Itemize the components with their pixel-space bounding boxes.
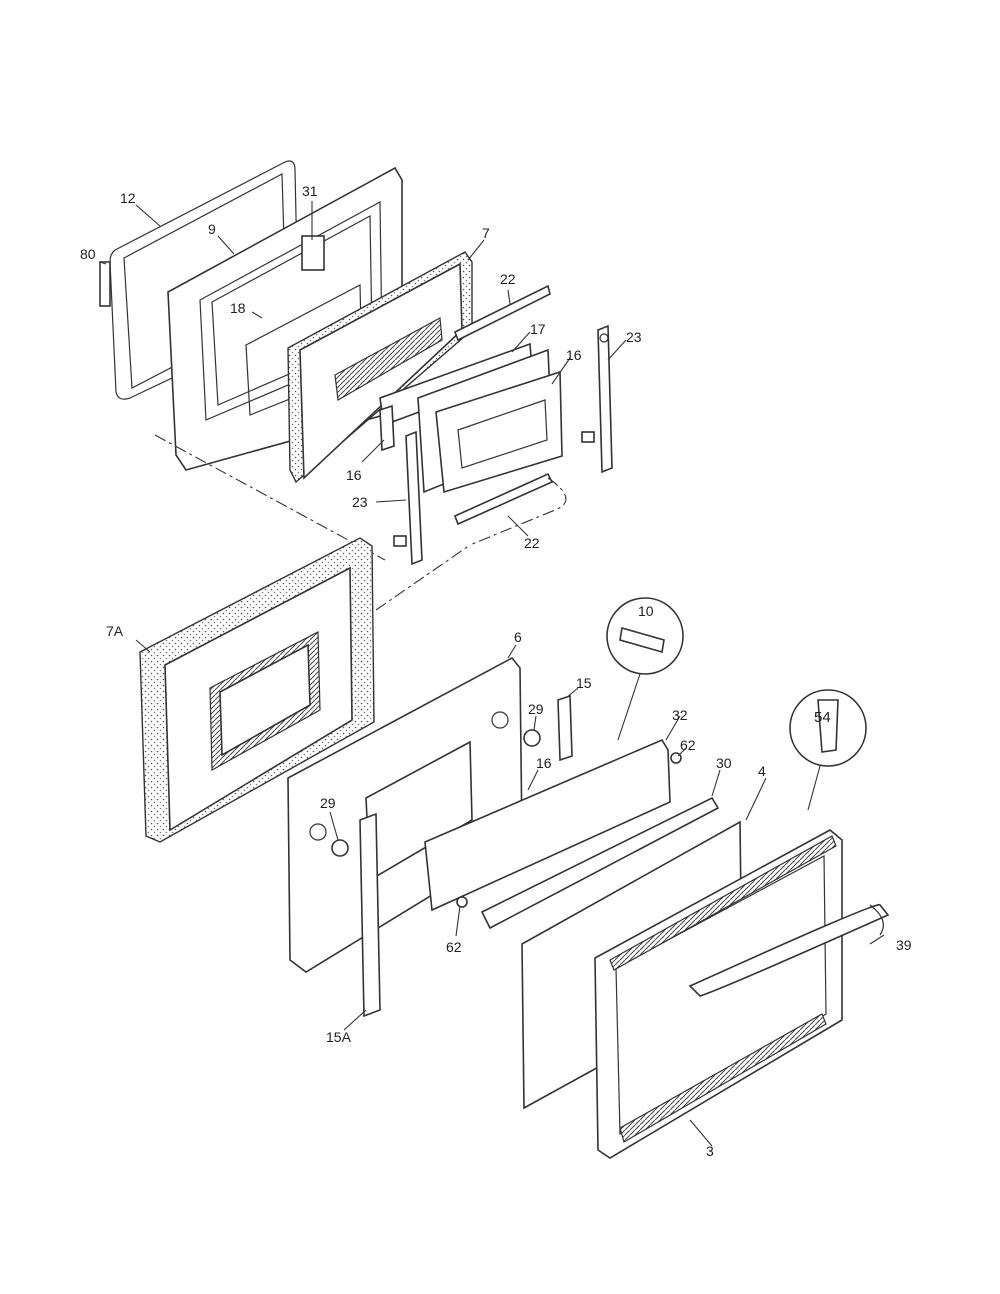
part-7A-window (219, 643, 311, 757)
part-15A-channel (359, 812, 381, 1018)
label-30: 30 (716, 755, 732, 771)
label-22-bottom: 22 (524, 535, 540, 551)
part-39-handle-end (869, 904, 884, 936)
part-3-frame-inner (615, 855, 827, 1136)
label-29-left: 29 (320, 795, 336, 811)
part-32-bracket (424, 738, 671, 912)
rod-dashed-path (469, 477, 567, 546)
part-16-glass-pack-upper (435, 370, 563, 494)
part-39-handle (688, 903, 890, 997)
hinge-right-bracket (581, 431, 595, 443)
label-62-left: 62 (446, 939, 462, 955)
label-32: 32 (672, 707, 688, 723)
label-3: 3 (706, 1143, 714, 1159)
label-16-left: 16 (346, 467, 362, 483)
part-6-hole-2 (491, 711, 509, 729)
label-31: 31 (302, 183, 318, 199)
label-39: 39 (896, 937, 912, 953)
label-12: 12 (120, 190, 136, 206)
label-62-right: 62 (680, 737, 696, 753)
label-16-upper: 16 (566, 347, 582, 363)
part-3-door-frame (594, 829, 843, 1159)
part-22-rod-bottom (453, 472, 554, 526)
part-29-grommet-right (523, 729, 541, 747)
label-17: 17 (530, 321, 546, 337)
part-3-top-trim (609, 835, 837, 971)
part-10-screw (619, 626, 665, 654)
label-23-left: 23 (352, 494, 368, 510)
label-15: 15 (576, 675, 592, 691)
assembly-line-1 (154, 434, 386, 561)
part-22-rod-top (453, 284, 551, 342)
part-23-hinge-left (405, 430, 423, 566)
part-23-hinge-right (597, 324, 613, 474)
part-labels: 80 12 9 31 7 18 22 17 16 23 16 23 22 7A … (80, 183, 912, 1159)
part-29-grommet-left (331, 839, 349, 857)
label-9: 9 (208, 221, 216, 237)
part-16-clip-left (379, 404, 395, 452)
part-62-washer-left (456, 896, 468, 908)
label-6: 6 (514, 629, 522, 645)
label-7: 7 (482, 225, 490, 241)
label-22-top: 22 (500, 271, 516, 287)
part-16-glass-window (457, 399, 548, 469)
label-7A: 7A (106, 623, 124, 639)
part-15-channel (557, 694, 573, 762)
part-80-bracket (99, 261, 111, 307)
label-23-right: 23 (626, 329, 642, 345)
hinge-left-bracket (393, 535, 407, 547)
part-7-slot (334, 317, 443, 401)
label-4: 4 (758, 763, 766, 779)
label-18: 18 (230, 300, 246, 316)
hinge-right-pin (599, 333, 609, 343)
part-6-hole-1 (309, 823, 327, 841)
assembly-line-2 (375, 544, 471, 611)
label-15A: 15A (326, 1029, 352, 1045)
label-10: 10 (638, 603, 654, 619)
part-54-screw (817, 699, 839, 753)
leader-lines (99, 201, 885, 1147)
part-30-rail (480, 796, 720, 930)
label-16-lower: 16 (536, 755, 552, 771)
label-29-right: 29 (528, 701, 544, 717)
part-3-bottom-trim (619, 1013, 827, 1143)
label-80: 80 (80, 246, 96, 262)
label-54: 54 (814, 709, 831, 726)
part-31-label (301, 235, 325, 271)
